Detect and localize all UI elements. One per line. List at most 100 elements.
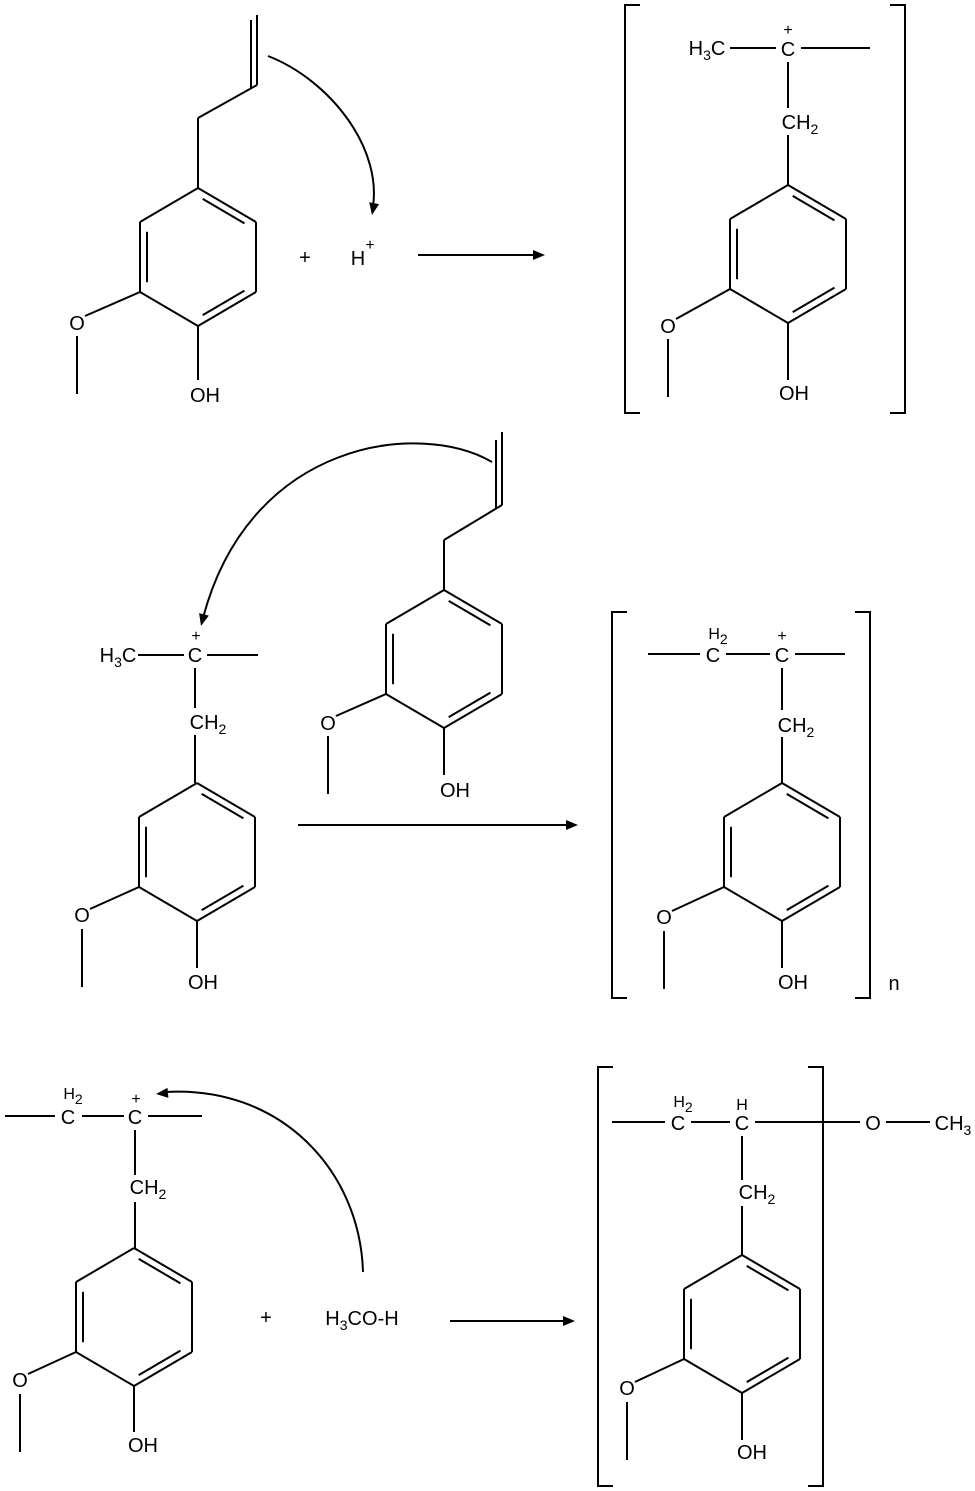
methyl-label: H3C bbox=[689, 38, 726, 63]
ring-bond bbox=[729, 184, 789, 220]
methoxy-oxygen-label: O bbox=[69, 313, 85, 335]
hydroxyl-label: OH bbox=[128, 1435, 158, 1457]
left-bracket bbox=[624, 4, 640, 414]
ring-bond bbox=[781, 782, 841, 818]
ring-bond bbox=[787, 184, 847, 220]
ring-bond bbox=[729, 288, 789, 324]
ring-bond bbox=[133, 1351, 193, 1387]
ring-bond bbox=[385, 589, 445, 625]
ring-double-bond bbox=[792, 286, 835, 313]
ring-double-bond bbox=[448, 691, 491, 718]
ring-bond bbox=[75, 1247, 135, 1283]
electron-arrowhead-icon bbox=[369, 202, 380, 215]
carbocation-carbon-label: C bbox=[128, 1107, 142, 1129]
repeat-unit-n: n bbox=[888, 973, 899, 995]
methoxy-bond bbox=[27, 1351, 77, 1375]
methylene-h2-label: H2 bbox=[708, 626, 728, 647]
methoxy-oxygen-label: O bbox=[12, 1370, 28, 1392]
methoxy-oxygen-label: O bbox=[656, 907, 672, 929]
ring-bond bbox=[138, 886, 198, 922]
ring-double-bond bbox=[792, 195, 835, 222]
methoxy-oxygen-label: O bbox=[320, 713, 336, 735]
hydroxyl-label: OH bbox=[188, 972, 218, 994]
carbocation-carbon-label: C bbox=[781, 39, 795, 61]
methylene-label: CH2 bbox=[739, 1182, 776, 1207]
ring-double-bond bbox=[202, 289, 245, 316]
right-bracket bbox=[855, 611, 871, 999]
methine-h-label: H bbox=[736, 1097, 748, 1114]
ring-bond bbox=[683, 1358, 743, 1394]
ring-bond bbox=[443, 589, 503, 625]
ring-double-bond bbox=[786, 884, 829, 911]
ring-double-bond bbox=[202, 198, 245, 225]
methylene-h2-label: H2 bbox=[673, 1094, 693, 1115]
ring-bond bbox=[197, 187, 257, 223]
ring-bond bbox=[787, 288, 847, 324]
electron-arrow bbox=[267, 55, 375, 213]
methylene-label: CH2 bbox=[778, 715, 815, 740]
carbocation-charge: + bbox=[191, 628, 200, 645]
ring-bond bbox=[683, 1254, 743, 1290]
methoxy-oxygen-label: O bbox=[74, 905, 90, 927]
left-bracket bbox=[597, 1066, 613, 1487]
methylene-carbon-label: C bbox=[706, 645, 720, 667]
ring-bond bbox=[741, 1254, 801, 1290]
plus-sign: + bbox=[260, 1307, 272, 1329]
ring-bond bbox=[723, 782, 783, 818]
carbocation-carbon-label: C bbox=[775, 645, 789, 667]
ring-bond bbox=[741, 1358, 801, 1394]
carbocation-charge: + bbox=[783, 22, 792, 39]
ring-bond bbox=[75, 1351, 135, 1387]
methoxy-oxygen-label: O bbox=[619, 1378, 635, 1400]
electron-arrowhead-icon bbox=[199, 613, 209, 626]
methoxy-oxygen-label: O bbox=[660, 316, 676, 338]
reaction-arrowhead-icon bbox=[563, 1316, 575, 1326]
ring-double-bond bbox=[746, 1265, 789, 1292]
methyl-end-label: CH3 bbox=[935, 1113, 972, 1138]
ring-bond bbox=[133, 1247, 193, 1283]
ring-double-bond bbox=[746, 1356, 789, 1383]
methylene-carbon-label: C bbox=[671, 1113, 685, 1135]
carbocation-charge: + bbox=[777, 628, 786, 645]
reaction-arrowhead-icon bbox=[533, 250, 545, 260]
methoxy-bond bbox=[634, 1358, 685, 1383]
ring-double-bond bbox=[201, 884, 244, 911]
ring-double-bond bbox=[448, 600, 491, 627]
methoxy-bond bbox=[335, 693, 387, 717]
methoxy-bond bbox=[671, 886, 725, 912]
ring-bond bbox=[723, 886, 783, 922]
ring-bond bbox=[385, 693, 445, 729]
ring-double-bond bbox=[786, 793, 829, 820]
ring-double-bond bbox=[201, 793, 244, 820]
ether-oxygen-label: O bbox=[865, 1113, 881, 1135]
plus-sign: + bbox=[299, 247, 311, 269]
hydroxyl-label: OH bbox=[440, 780, 470, 802]
methylene-label: CH2 bbox=[782, 112, 819, 137]
methylene-carbon-label: C bbox=[61, 1107, 75, 1129]
methylene-label: CH2 bbox=[190, 712, 227, 737]
bond bbox=[197, 84, 258, 119]
ring-bond bbox=[138, 782, 198, 818]
ring-bond bbox=[443, 693, 503, 729]
methylene-label: CH2 bbox=[130, 1177, 167, 1202]
methylene-h2-label: H2 bbox=[63, 1086, 83, 1107]
bond bbox=[443, 504, 503, 541]
methyl-label: H3C bbox=[100, 645, 137, 670]
bonds-layer bbox=[5, 4, 930, 1487]
ring-bond bbox=[197, 291, 257, 327]
ring-bond bbox=[139, 187, 199, 223]
electron-arrowhead-icon bbox=[156, 1087, 169, 1098]
reaction-arrowhead-icon bbox=[566, 820, 578, 830]
ring-bond bbox=[196, 782, 256, 818]
electron-arrow bbox=[202, 442, 493, 619]
methine-carbon-label: C bbox=[735, 1113, 749, 1135]
left-bracket bbox=[611, 611, 627, 999]
ring-bond bbox=[781, 886, 841, 922]
carbocation-charge: + bbox=[131, 1091, 140, 1108]
methoxy-bond bbox=[89, 886, 140, 910]
methanol-label: H3CO-H bbox=[325, 1308, 398, 1333]
methoxy-bond bbox=[84, 291, 141, 317]
carbocation-carbon-label: C bbox=[188, 645, 202, 667]
methoxy-bond bbox=[675, 288, 731, 320]
